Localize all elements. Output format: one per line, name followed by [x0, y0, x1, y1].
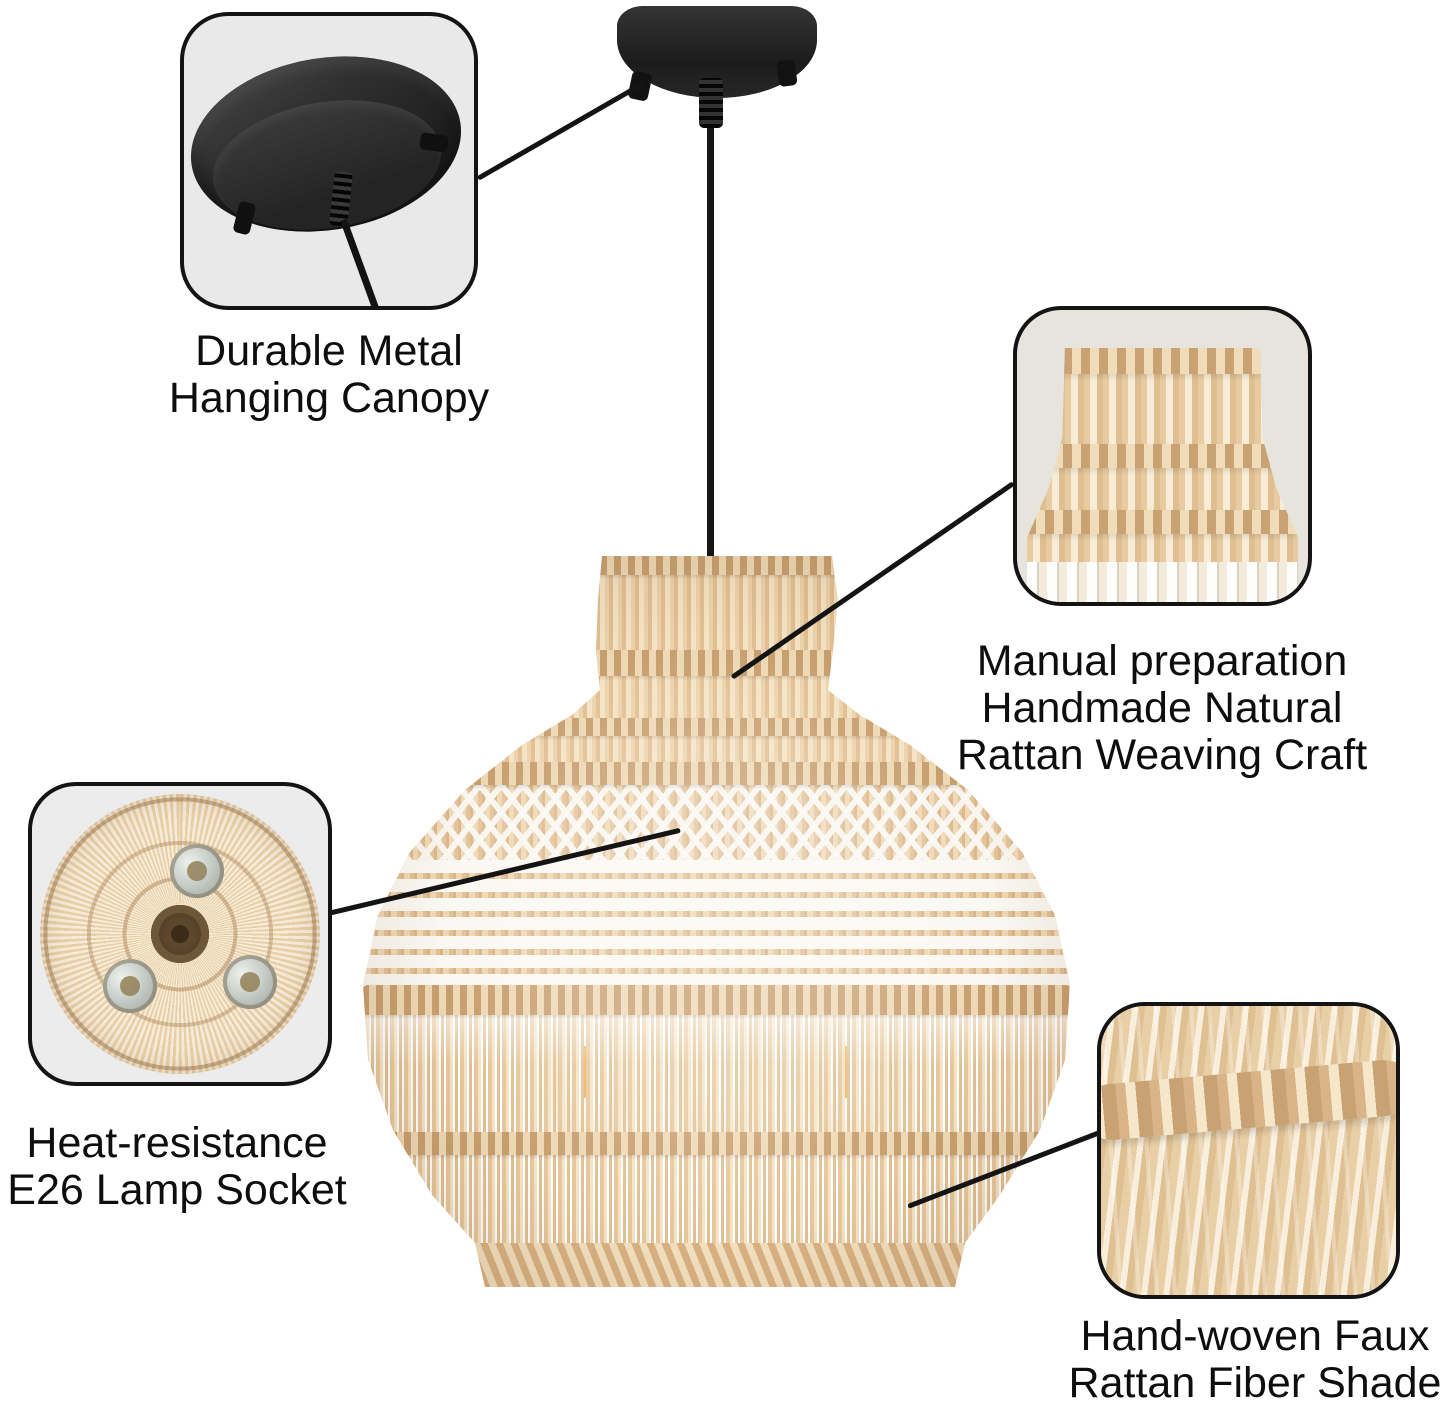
pendant-cord: [707, 118, 714, 566]
shade-chevron-weave: [363, 778, 1070, 860]
socket-bulb: [170, 844, 224, 898]
canopy-screw-right: [776, 58, 798, 88]
caption-fiber: Hand-woven Faux Rattan Fiber Shade: [1069, 1313, 1442, 1405]
weaving-knot-row: [1027, 348, 1298, 374]
light-bulb: [558, 1020, 622, 1145]
neck-knot-row: [363, 556, 1070, 575]
caption-weaving-line3: Rattan Weaving Craft: [956, 731, 1368, 779]
caption-socket-line2: E26 Lamp Socket: [7, 1166, 347, 1214]
caption-canopy: Durable Metal Hanging Canopy: [169, 328, 489, 422]
callout-fiber-photo: [1097, 1002, 1400, 1299]
connector-line-canopy: [476, 81, 645, 181]
caption-fiber-line1: Hand-woven Faux: [1080, 1312, 1430, 1360]
caption-fiber-line2: Rattan Fiber Shade: [1068, 1359, 1442, 1405]
bulb-filament: [705, 1046, 735, 1098]
caption-weaving: Manual preparation Handmade Natural Ratt…: [957, 638, 1367, 779]
caption-weaving-line2: Handmade Natural: [981, 684, 1343, 732]
light-bulb: [818, 1020, 882, 1145]
canopy-cord-grip: [699, 78, 723, 128]
caption-socket-line1: Heat-resistance: [26, 1119, 328, 1167]
socket-bulb: [103, 959, 157, 1013]
lower-knot-band: [363, 1132, 1070, 1155]
weaving-white-strip: [1027, 562, 1298, 602]
canopy-photo-cord: [340, 218, 385, 306]
caption-canopy-line2: Hanging Canopy: [168, 374, 490, 422]
callout-socket-photo: [28, 782, 332, 1086]
weaving-knot-row: [1027, 444, 1298, 468]
bulb-filament: [575, 1046, 605, 1098]
light-bulb: [688, 1020, 752, 1145]
callout-weaving-photo: [1013, 306, 1312, 606]
weaving-knot-row: [1027, 510, 1298, 534]
caption-socket: Heat-resistance E26 Lamp Socket: [7, 1120, 346, 1214]
caption-weaving-line1: Manual preparation: [976, 637, 1348, 685]
socket-hub: [151, 905, 209, 963]
shade-bottom-braid: [363, 1243, 1070, 1287]
bulb-filament: [835, 1046, 865, 1098]
caption-canopy-line1: Durable Metal: [195, 327, 463, 375]
callout-canopy-photo: [180, 12, 478, 310]
socket-bulb: [223, 955, 277, 1009]
shade-reed-band: [363, 1015, 1070, 1243]
shoulder-knot-band: [363, 985, 1070, 1015]
fiber-reeds: [1101, 1006, 1396, 1295]
weaving-bell: [1027, 348, 1298, 574]
